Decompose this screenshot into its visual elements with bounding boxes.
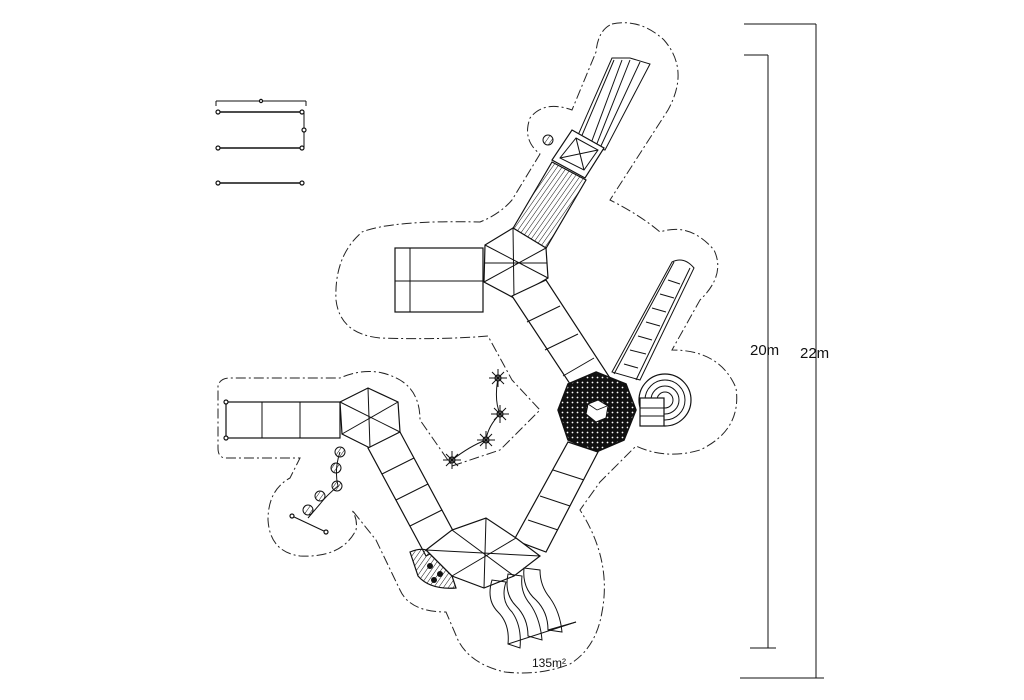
panel-run-upper-left <box>394 247 484 313</box>
safety-zone-outline <box>217 22 738 674</box>
dimension-label-outer: 22m <box>800 345 830 362</box>
double-slide-top <box>574 57 651 151</box>
climbing-net-lower <box>409 548 457 589</box>
stepping-path-center <box>443 369 509 469</box>
bridge-dome-to-lower <box>513 441 599 553</box>
hexagon-platform-upper <box>483 227 549 299</box>
ladder-slide-right <box>611 259 695 381</box>
hexagon-platform-lower <box>425 517 541 589</box>
dimension-lines <box>740 23 824 679</box>
panel-run-middle-left <box>223 399 341 441</box>
wave-slides-bottom <box>489 567 577 649</box>
balance-path-left <box>289 446 346 535</box>
top-square-tower <box>542 129 605 179</box>
dimension-label-inner: 20m <box>750 342 780 359</box>
spiral-slide <box>638 373 692 427</box>
swing-frame <box>215 98 307 186</box>
net-dome-tower <box>557 371 637 453</box>
area-label: 135m² <box>532 656 567 670</box>
